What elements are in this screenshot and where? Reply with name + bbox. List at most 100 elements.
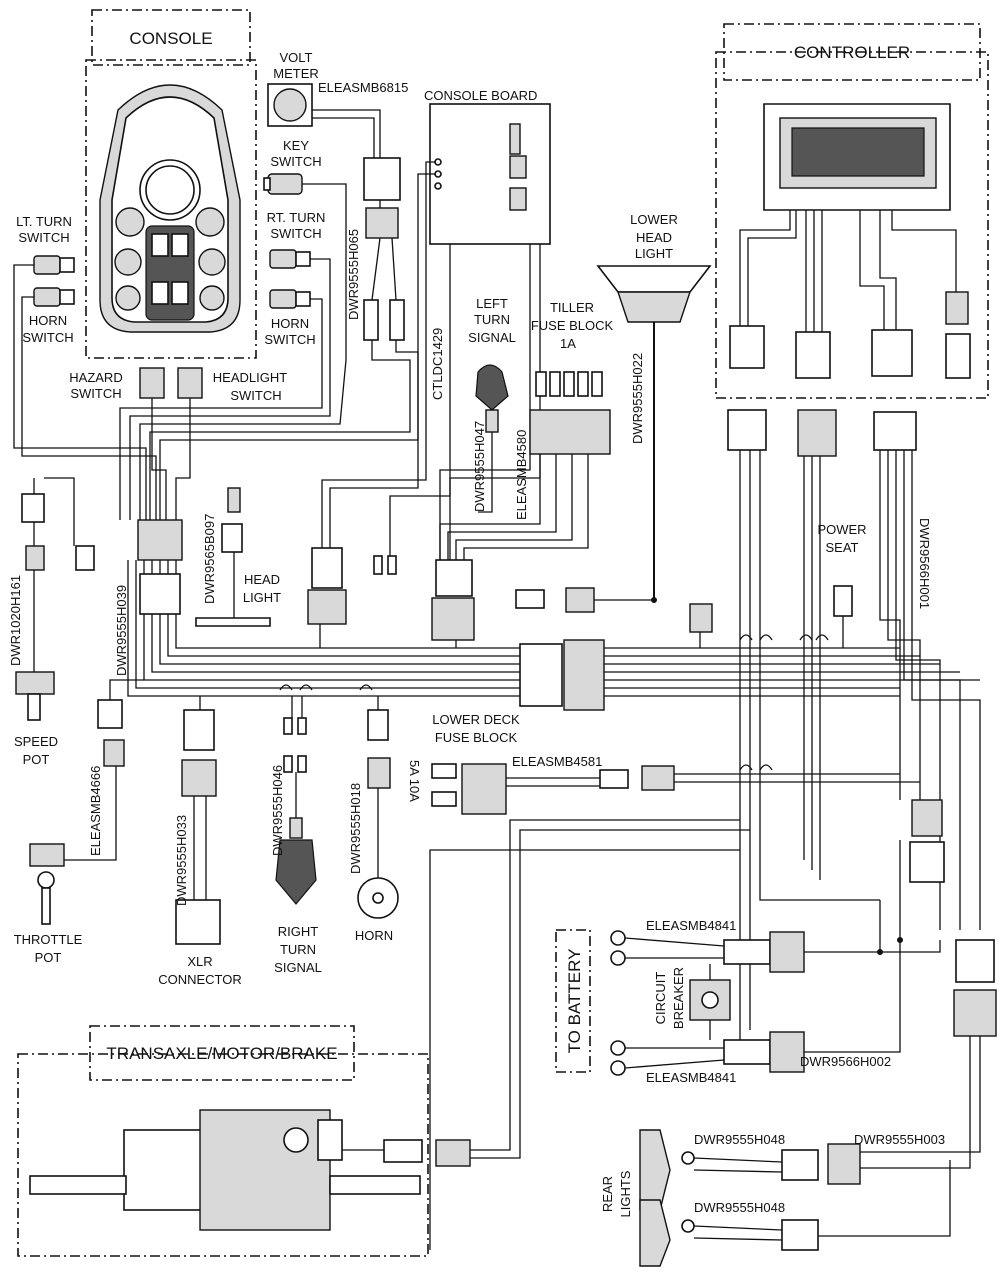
throttle-label-1: THROTTLE [14, 932, 83, 947]
labels: VOLT METER ELEASMB6815 CONSOLE BOARD KEY… [8, 50, 945, 1217]
circuit-label-1: CIRCUIT [653, 972, 668, 1025]
dwr-h003-label: DWR9555H003 [854, 1132, 945, 1147]
hazard-label-2: SWITCH [70, 386, 121, 401]
horn-switch-right [269, 289, 311, 309]
hazard-label-1: HAZARD [69, 370, 122, 385]
wire-crossings [279, 634, 829, 771]
tiller-fuse-label-2: FUSE BLOCK [531, 318, 614, 333]
connector-h065-b [389, 299, 405, 341]
lt-turn-switch [33, 255, 75, 275]
head-light-label-2: LIGHT [243, 590, 281, 605]
rt-turn-label-1: RT. TURN [267, 210, 326, 225]
dwr-h022-label: DWR9555H022 [630, 353, 645, 444]
left-turn-label-2: TURN [474, 312, 510, 327]
rt-turn-switch [269, 249, 311, 269]
dwr-h039-label: DWR9555H039 [114, 585, 129, 676]
elea4841-top-label: ELEASMB4841 [646, 918, 736, 933]
connector-aux [689, 603, 713, 633]
connector-elea4666-2 [103, 739, 125, 767]
connector-h065-a [363, 299, 379, 341]
speed-pot [15, 671, 55, 721]
battery-region: TO BATTERY [555, 929, 591, 1073]
rt-turn-label-2: SWITCH [270, 226, 321, 241]
console-harness [13, 109, 541, 560]
connector-h022-2 [565, 587, 595, 613]
elea4581-label: ELEASMB4581 [512, 754, 602, 769]
connector-ctrl-b [797, 409, 837, 457]
connector-dwr1020 [21, 493, 45, 523]
console-region: CONSOLE [85, 9, 257, 359]
lt-turn-label-2: SWITCH [18, 230, 69, 245]
volt-meter-label-2: METER [273, 66, 319, 81]
lower-deck-label-2: FUSE BLOCK [435, 730, 518, 745]
elea4666-label: ELEASMB4666 [88, 766, 103, 856]
circuit-label-2: BREAKER [671, 967, 686, 1029]
power-seat-label-1: POWER [817, 522, 866, 537]
xlr-connector [175, 696, 221, 945]
connector-h065 [365, 207, 399, 239]
horn-label: HORN [355, 928, 393, 943]
controller-unit [729, 103, 971, 379]
key-switch [263, 173, 303, 195]
horn-switch-l-label-1: HORN [29, 313, 67, 328]
dwr-h048-top-label: DWR9555H048 [694, 1132, 785, 1147]
speed-pot-label-2: POT [23, 752, 50, 767]
head-light [195, 487, 271, 627]
horn-switch-left [33, 287, 75, 307]
left-turn-signal [475, 364, 509, 513]
connector-h002-a [955, 939, 995, 983]
lt-turn-label-1: LT. TURN [16, 214, 72, 229]
right-turn-label-3: SIGNAL [274, 960, 322, 975]
speed-pot-label-1: SPEED [14, 734, 58, 749]
console-board-label: CONSOLE BOARD [424, 88, 537, 103]
ctldc-label: CTLDC1429 [430, 328, 445, 400]
elea6815-label: ELEASMB6815 [318, 80, 408, 95]
lower-deck-label-1: LOWER DECK [432, 712, 520, 727]
elea4841-bot-label: ELEASMB4841 [646, 1070, 736, 1085]
lower-head-label-1: LOWER [630, 212, 678, 227]
dwr-9566h002-label: DWR9566H002 [800, 1054, 891, 1069]
connector-pin-a [373, 555, 383, 575]
connector-h039 [139, 573, 181, 615]
right-turn-label-2: TURN [280, 942, 316, 957]
dwr9565-label: DWR9565B097 [202, 514, 217, 604]
connector-ctrl-c [873, 411, 917, 451]
circuit-breaker [689, 964, 731, 1040]
console-board [429, 103, 551, 245]
throttle-label-2: POT [35, 950, 62, 965]
headlight-sw-label-1: HEADLIGHT [213, 370, 287, 385]
head-light-label-1: HEAD [244, 572, 280, 587]
power-seat-label-2: SEAT [826, 540, 859, 555]
volt-meter-label-1: VOLT [280, 50, 313, 65]
controller-title: CONTROLLER [794, 43, 910, 62]
throttle-pot [29, 843, 65, 925]
left-turn-label-3: SIGNAL [468, 330, 516, 345]
volt-meter [267, 83, 313, 127]
connector-h039-top [137, 519, 183, 561]
dwr-9566h001-label: DWR9566H001 [917, 518, 932, 609]
dwr1020-label: DWR1020H161 [8, 575, 23, 666]
horn-switch-r-label-2: SWITCH [264, 332, 315, 347]
battery-connections [610, 840, 941, 1076]
power-seat [833, 585, 853, 648]
dwr-h046-label: DWR9555H046 [270, 765, 285, 856]
rear-lights [639, 1036, 981, 1267]
rear-lights-label-2: LIGHTS [618, 1170, 633, 1217]
connector-ctldc [311, 547, 343, 589]
transaxle-region: TRANSAXLE/MOTOR/BRAKE [17, 1025, 429, 1257]
dwr-h047-label: DWR9555H047 [472, 421, 487, 512]
transaxle-title: TRANSAXLE/MOTOR/BRAKE [106, 1044, 337, 1063]
connector-h001-a [911, 799, 943, 837]
connector-dwr1020-3 [75, 545, 95, 571]
battery-title: TO BATTERY [565, 949, 584, 1054]
dwr-h048-bot-label: DWR9555H048 [694, 1200, 785, 1215]
key-switch-label-2: SWITCH [270, 154, 321, 169]
right-turn-signal [275, 696, 317, 905]
lower-deck-fuse-block [431, 763, 920, 815]
connector-h022 [515, 589, 545, 609]
horn-switch-l-label-2: SWITCH [22, 330, 73, 345]
connector-ctrl-a [727, 409, 767, 451]
tiller-fuse-label-1: TILLER [550, 300, 594, 315]
horn-switch-r-label-1: HORN [271, 316, 309, 331]
key-switch-label-1: KEY [283, 138, 309, 153]
